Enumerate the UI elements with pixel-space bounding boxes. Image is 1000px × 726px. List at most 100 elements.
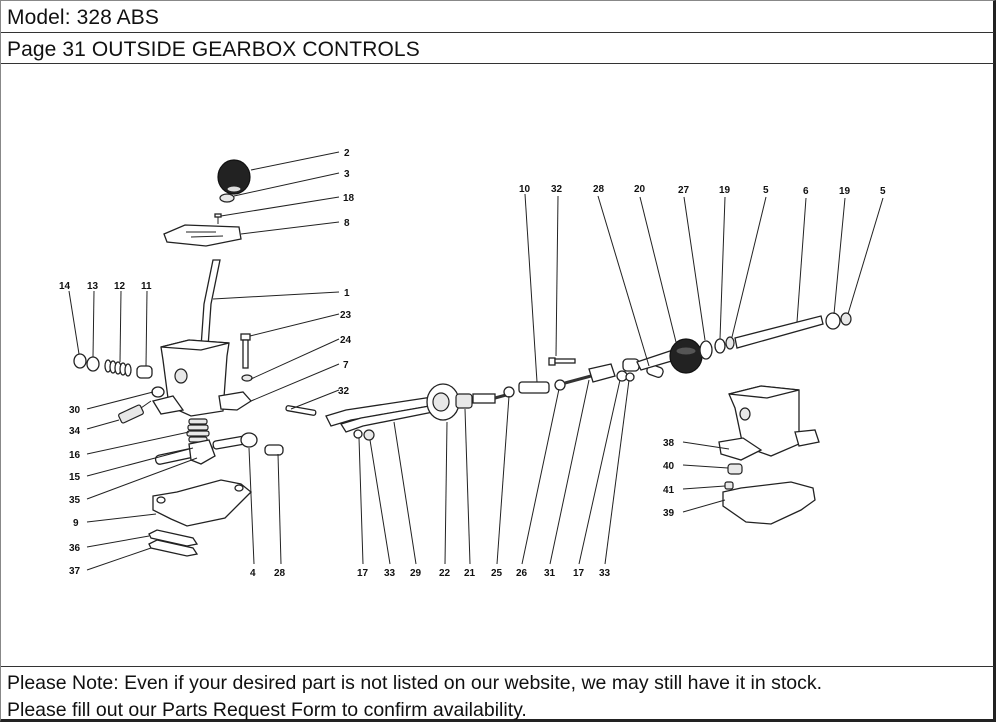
cup-spring [455, 393, 473, 409]
callout-33-right: 33 [599, 568, 611, 579]
bolt-32-mid [285, 405, 317, 416]
callout-8: 8 [344, 218, 350, 229]
page-title: Page 31 OUTSIDE GEARBOX CONTROLS [7, 38, 420, 61]
callout-38: 38 [663, 438, 675, 449]
callout-32-left: 32 [338, 386, 350, 397]
callout-33-left: 33 [384, 568, 396, 579]
spring-cup [426, 383, 460, 421]
callout-29: 29 [410, 568, 422, 579]
note-line-2: Please fill out our Parts Request Form t… [7, 699, 527, 721]
callout-19-b: 19 [839, 186, 851, 197]
stock-note: Please Note: Even if your desired part i… [1, 667, 994, 720]
callout-39: 39 [663, 508, 675, 519]
callout-6: 6 [803, 186, 809, 197]
callout-35: 35 [69, 495, 81, 506]
gate-plate [163, 224, 242, 247]
callout-25: 25 [491, 568, 503, 579]
callout-30: 30 [69, 405, 81, 416]
callout-40: 40 [663, 461, 675, 472]
callout-1: 1 [344, 288, 350, 299]
callout-26: 26 [516, 568, 528, 579]
detent-spring [104, 359, 132, 377]
bush-40-part [727, 463, 743, 475]
note-line-1: Please Note: Even if your desired part i… [7, 672, 823, 694]
clevis [588, 363, 616, 383]
callout-5-a: 5 [763, 185, 769, 196]
gear-lever [200, 259, 221, 348]
rod-coupler [518, 381, 550, 394]
plate-screw [214, 213, 222, 224]
callout-3: 3 [344, 169, 350, 180]
switch-washer [151, 386, 165, 398]
callout-9: 9 [73, 518, 79, 529]
callout-17-right: 17 [573, 568, 585, 579]
callout-13: 13 [87, 281, 99, 292]
o-ring [86, 356, 100, 372]
callout-24: 24 [340, 335, 352, 346]
thread-rod [494, 393, 507, 400]
detent-plunger [136, 365, 153, 379]
callout-labels: 2 3 18 8 1 23 24 7 32 14 13 12 11 30 34 … [59, 148, 886, 579]
clip-5-b-part [840, 312, 852, 326]
callout-23: 23 [340, 310, 352, 321]
nut-left [363, 429, 375, 441]
upper-housing [718, 385, 820, 461]
nut-right [625, 372, 635, 382]
callout-27: 27 [678, 185, 690, 196]
callout-28-left: 28 [274, 568, 286, 579]
model-title: Model: 328 ABS [7, 6, 159, 29]
reverse-switch [118, 400, 152, 424]
callout-36: 36 [69, 543, 81, 554]
lower-housing [722, 481, 816, 525]
selector-rod [325, 395, 444, 433]
joint-bush [264, 444, 284, 456]
nut-25-part [503, 386, 515, 398]
seal-ring [73, 353, 87, 369]
housing-washer [241, 374, 253, 382]
gear-knob [217, 159, 251, 195]
washer-left [353, 429, 363, 439]
callout-34: 34 [69, 426, 81, 437]
leader-lines [68, 151, 884, 571]
ring-19-b-part [825, 312, 841, 330]
callout-20: 20 [634, 184, 646, 195]
callout-18: 18 [343, 193, 355, 204]
model-row: Model: 328 ABS [1, 1, 994, 33]
callout-28-right: 28 [593, 184, 605, 195]
shift-housing [151, 339, 252, 417]
clip-5-a-part [725, 336, 735, 350]
callout-11: 11 [141, 281, 152, 292]
bush-41-part [724, 481, 734, 490]
callout-10: 10 [519, 184, 531, 195]
callout-41: 41 [663, 485, 675, 496]
shaft-joint [622, 349, 676, 378]
callout-7: 7 [343, 360, 349, 371]
stud-rod [564, 374, 592, 385]
callout-12: 12 [114, 281, 126, 292]
callout-14: 14 [59, 281, 71, 292]
callout-15: 15 [69, 472, 81, 483]
callout-21: 21 [464, 568, 476, 579]
parts-diagram: 2 3 18 8 1 23 24 7 32 14 13 12 11 30 34 … [1, 64, 994, 667]
shaft-boot [669, 338, 703, 374]
callout-5-b: 5 [880, 186, 886, 197]
exploded-diagram: 2 3 18 8 1 23 24 7 32 14 13 12 11 30 34 … [59, 148, 886, 579]
rod-bolt [548, 357, 576, 366]
callout-17-left: 17 [357, 568, 369, 579]
callout-2: 2 [344, 148, 350, 159]
ring-19-a-part [714, 338, 726, 354]
callout-37: 37 [69, 566, 81, 577]
rubber-boot [186, 418, 210, 443]
callout-4: 4 [250, 568, 256, 579]
callout-32-top: 32 [551, 184, 563, 195]
rod-sleeve [472, 393, 496, 404]
callout-19-a: 19 [719, 185, 731, 196]
knob-nut [219, 193, 235, 203]
shim-upper [148, 529, 199, 547]
lower-bracket [152, 479, 252, 527]
boot-ring [699, 340, 713, 360]
housing-bolt [240, 333, 251, 369]
callout-31: 31 [544, 568, 556, 579]
page-row: Page 31 OUTSIDE GEARBOX CONTROLS [1, 33, 994, 64]
